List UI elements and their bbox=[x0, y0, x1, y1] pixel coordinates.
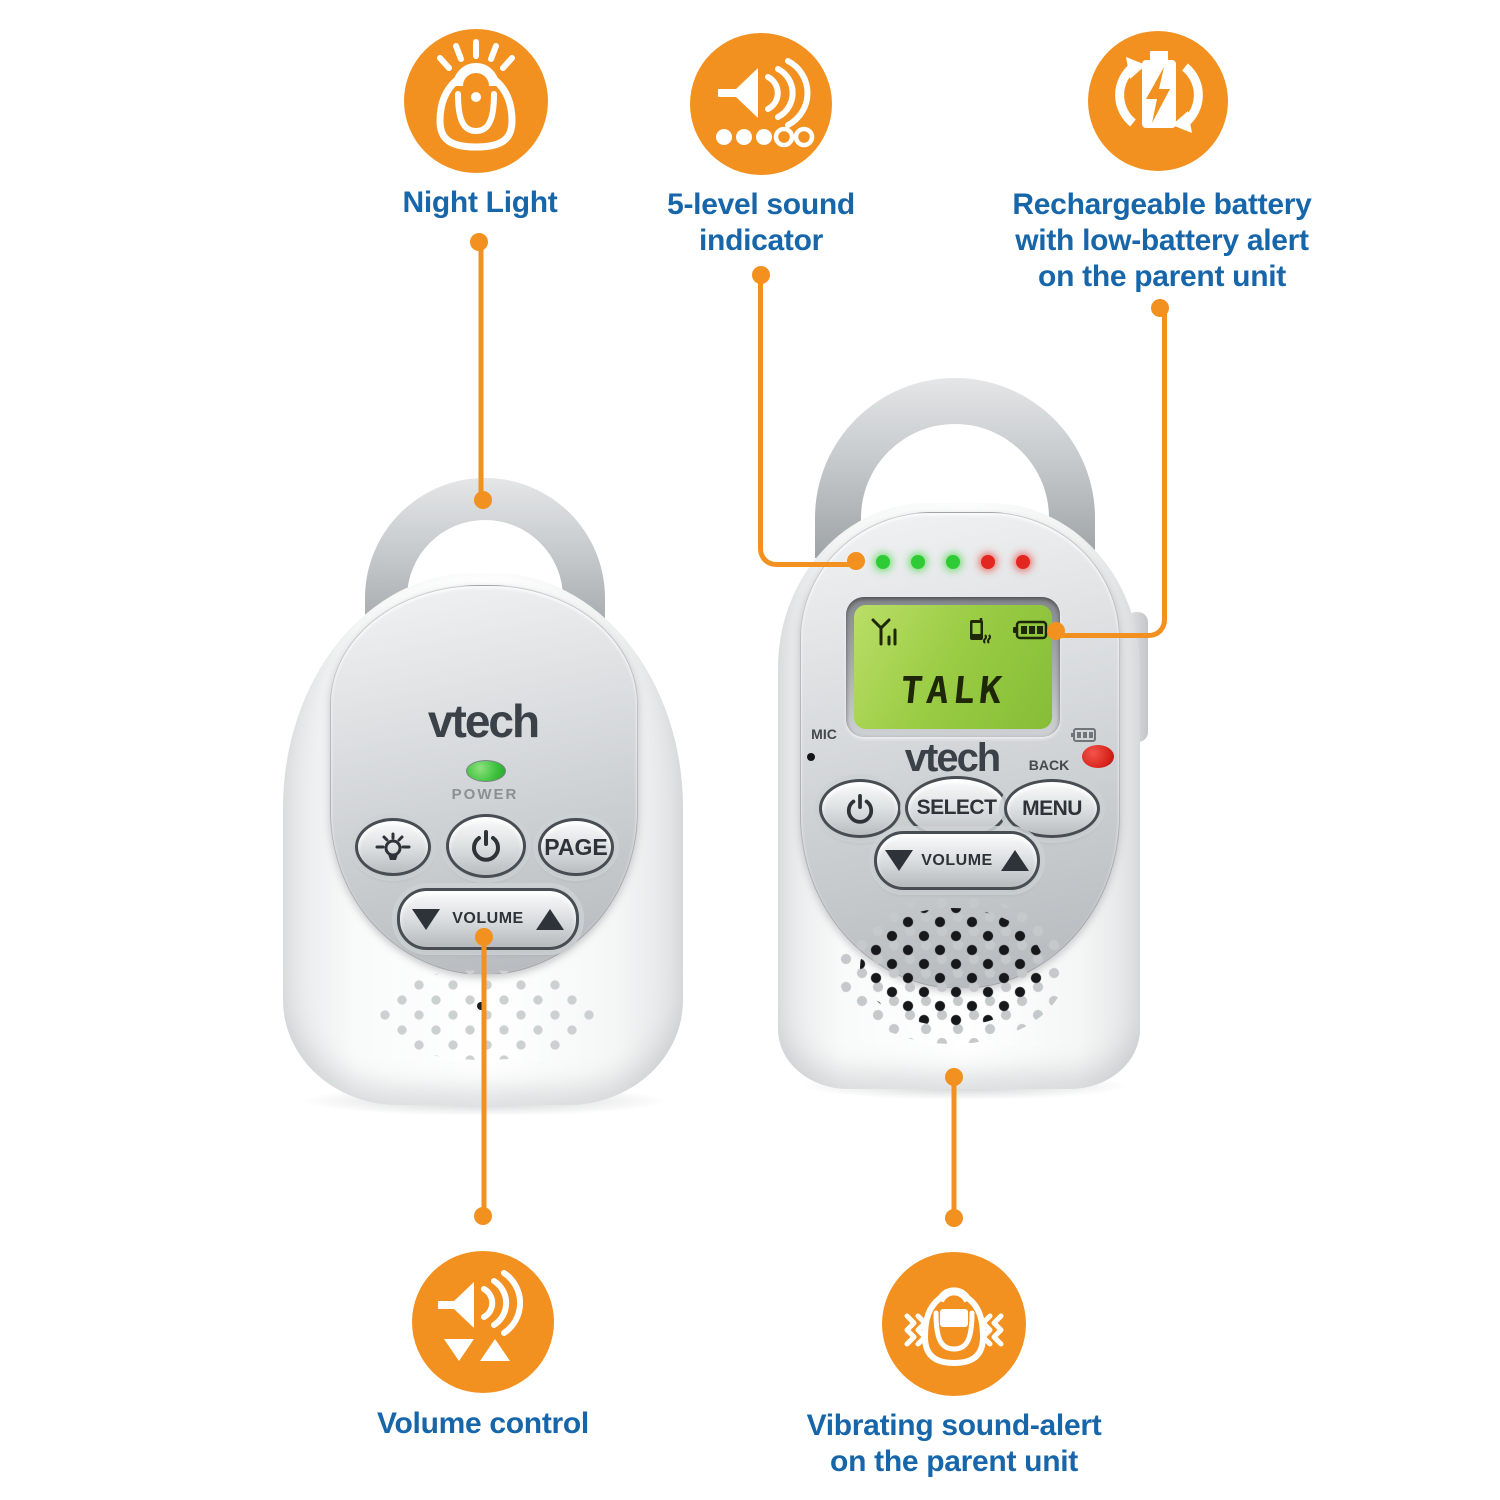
power-icon bbox=[846, 793, 874, 824]
parent-unit-lcd-text: TALK bbox=[898, 669, 1008, 712]
baby-unit-power-led bbox=[466, 760, 506, 782]
sound-led-green bbox=[911, 555, 925, 569]
callout-label-volume-control: Volume control bbox=[377, 1407, 589, 1440]
parent-unit-volume-label: VOLUME bbox=[921, 851, 993, 869]
battery-full-icon bbox=[1013, 620, 1048, 640]
baby-unit-mic-hole bbox=[477, 1002, 485, 1010]
callout-label-sound-line2: indicator bbox=[699, 224, 823, 257]
parent-unit-power-button bbox=[819, 779, 901, 838]
signal-strength-icon bbox=[871, 618, 897, 646]
parent-unit-sound-led-row bbox=[876, 555, 1030, 569]
menu-button-label: MENU bbox=[1022, 796, 1082, 820]
vibrating-alert-icon bbox=[882, 1252, 1026, 1396]
lamp-icon bbox=[375, 832, 411, 860]
sound-led-green bbox=[946, 555, 960, 569]
callout-dot-volume-end bbox=[474, 1207, 492, 1225]
rechargeable-battery-icon-glyph bbox=[1115, 51, 1203, 133]
volume-down-icon bbox=[885, 850, 914, 871]
night-light-icon-glyph bbox=[436, 39, 516, 151]
parent-unit-menu-button: MENU bbox=[1004, 779, 1100, 838]
sound-led-red bbox=[1016, 555, 1030, 569]
callout-line-battery bbox=[1056, 312, 1167, 638]
callout-line-sound bbox=[758, 276, 861, 567]
baby-unit-power-button bbox=[446, 814, 526, 878]
callout-dot-vibrate-end bbox=[945, 1209, 963, 1227]
callout-label-sound-line1: 5-level sound bbox=[667, 188, 855, 221]
parent-unit-lcd-screen: TALK bbox=[854, 605, 1052, 729]
volume-up-icon bbox=[535, 908, 564, 930]
volume-down-icon bbox=[412, 908, 441, 930]
parent-unit-speaker-grille bbox=[860, 908, 1044, 1026]
callout-label-battery-line1: Rechargeable battery bbox=[1012, 188, 1312, 221]
baby-unit-volume-label: VOLUME bbox=[452, 910, 524, 927]
callout-label-vibrate-line1: Vibrating sound-alert bbox=[806, 1409, 1102, 1442]
power-icon bbox=[472, 830, 500, 862]
callout-dot-sound-top bbox=[752, 266, 770, 284]
charge-contact-battery-icon bbox=[1071, 728, 1096, 742]
callout-dot-volume-top bbox=[475, 928, 493, 946]
volume-up-icon bbox=[1000, 850, 1029, 871]
sound-level-icon bbox=[690, 33, 832, 175]
callout-label-battery-line2: with low-battery alert bbox=[1015, 224, 1309, 257]
parent-unit-back-label: BACK bbox=[1028, 757, 1070, 773]
night-light-icon bbox=[404, 29, 548, 173]
sound-led-green bbox=[876, 555, 890, 569]
page-button-label: PAGE bbox=[544, 833, 608, 860]
rechargeable-battery-icon bbox=[1088, 31, 1228, 171]
volume-control-icon bbox=[412, 1251, 554, 1393]
baby-unit-night-light-button bbox=[355, 818, 431, 876]
sound-level-icon-glyph bbox=[716, 58, 815, 148]
parent-unit-mic-hole bbox=[807, 753, 815, 761]
callout-label-vibrate-line2: on the parent unit bbox=[830, 1445, 1078, 1478]
volume-control-icon-glyph bbox=[438, 1270, 524, 1361]
callout-line-night-light bbox=[478, 246, 484, 500]
callout-dot-night-light-end bbox=[474, 491, 492, 509]
callout-dot-sound-end bbox=[847, 552, 865, 570]
parent-unit-brand-logo: vtech bbox=[904, 736, 1001, 780]
select-button-label: SELECT bbox=[916, 796, 997, 819]
callout-line-volume bbox=[481, 941, 487, 1215]
parent-unit-volume-rocker: VOLUME bbox=[874, 831, 1040, 890]
baby-unit-page-button: PAGE bbox=[538, 818, 614, 876]
callout-dot-battery-top bbox=[1151, 299, 1169, 317]
vibrate-phone-icon bbox=[970, 618, 991, 644]
callout-label-battery-line3: on the parent unit bbox=[1038, 260, 1286, 293]
callout-dot-night-light-top bbox=[470, 233, 488, 251]
parent-unit-red-alert-button bbox=[1082, 745, 1114, 768]
callout-dot-battery-end bbox=[1047, 622, 1065, 640]
parent-unit-lcd-bezel: TALK bbox=[846, 597, 1060, 737]
callout-line-vibrate bbox=[951, 1081, 957, 1218]
vibrating-alert-icon-glyph bbox=[904, 1287, 1004, 1367]
baby-unit-brand-logo: vtech bbox=[427, 695, 540, 747]
callout-dot-vibrate-top bbox=[945, 1068, 963, 1086]
baby-unit-power-label: POWER bbox=[451, 786, 519, 803]
parent-unit-mic-label: MIC bbox=[811, 726, 837, 742]
sound-led-red bbox=[981, 555, 995, 569]
callout-label-night-light: Night Light bbox=[402, 186, 558, 219]
